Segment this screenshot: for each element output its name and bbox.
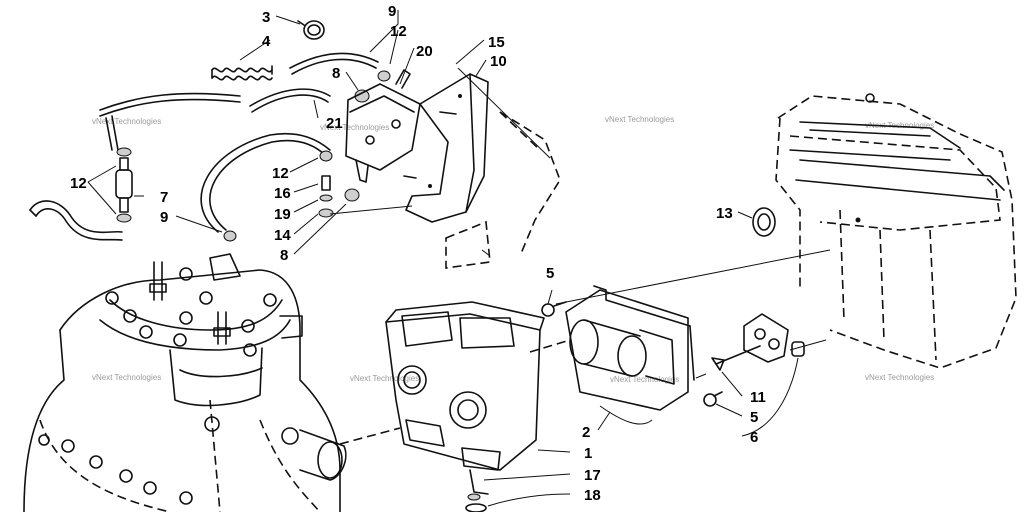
callout-6: 6 [750, 429, 758, 446]
callout-12: 12 [390, 23, 407, 40]
spark-plugs [105, 261, 277, 357]
callout-13: 13 [716, 205, 733, 222]
callout-12: 12 [272, 165, 289, 182]
clamp-part [297, 20, 325, 40]
grommet [752, 207, 776, 237]
chassis-housing [499, 93, 1017, 369]
callout-1: 1 [584, 445, 592, 462]
engine [23, 253, 347, 512]
callout-10: 10 [490, 53, 507, 70]
callout-4: 4 [262, 33, 271, 50]
fuel-filter [115, 70, 391, 242]
watermark: vNext Technologies [320, 123, 389, 132]
callout-11: 11 [750, 389, 766, 406]
callout-20: 20 [416, 43, 433, 60]
plugs [541, 301, 723, 407]
pump-bracket [405, 67, 561, 269]
watermark: vNext Technologies [610, 375, 679, 384]
callout-12: 12 [70, 175, 87, 192]
fuel-pump [345, 69, 457, 183]
spring-part [211, 65, 273, 81]
callout-19: 19 [274, 206, 291, 223]
watermark: vNext Technologies [350, 374, 419, 383]
callout-17: 17 [584, 467, 601, 484]
callout-16: 16 [274, 185, 291, 202]
callout-14: 14 [274, 227, 291, 244]
align-line [339, 427, 401, 445]
callout-15: 15 [488, 34, 505, 51]
callout-labels: 3 4 9 12 20 15 10 8 21 12 12 7 9 16 19 1… [70, 3, 766, 504]
watermark: vNext Technologies [92, 117, 161, 126]
callout-5: 5 [546, 265, 554, 282]
mount-flange [695, 313, 827, 379]
watermark: vNext Technologies [865, 373, 934, 382]
callout-21: 21 [326, 115, 343, 132]
callout-7: 7 [160, 189, 168, 206]
air-silencer [555, 249, 831, 425]
callout-8: 8 [332, 65, 340, 82]
watermarks: vNext Technologies vNext Technologies vN… [92, 115, 934, 384]
callout-9: 9 [160, 209, 168, 226]
fasteners [318, 175, 413, 218]
fuel-hoses [29, 52, 379, 241]
callout-3: 3 [262, 9, 270, 26]
carburetor [385, 301, 571, 512]
callout-18: 18 [584, 487, 601, 504]
watermark: vNext Technologies [865, 121, 934, 130]
watermark: vNext Technologies [605, 115, 674, 124]
callout-9: 9 [388, 3, 396, 20]
watermark: vNext Technologies [92, 373, 161, 382]
callout-8: 8 [280, 247, 288, 264]
callout-5: 5 [750, 409, 758, 426]
align-line [529, 339, 571, 353]
callout-2: 2 [582, 424, 590, 441]
leader-lines [87, 10, 799, 437]
